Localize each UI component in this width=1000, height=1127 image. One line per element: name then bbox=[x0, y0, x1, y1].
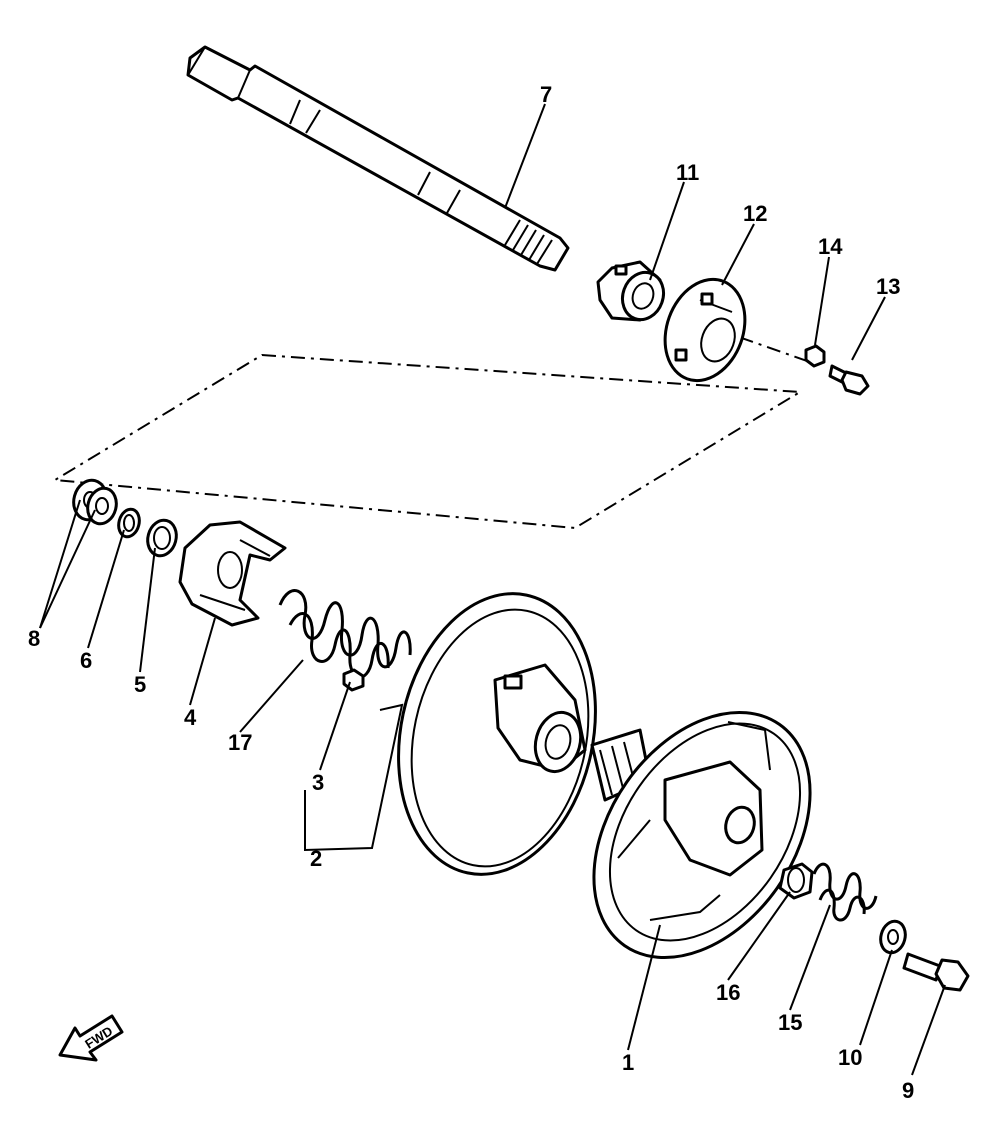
callout-1: 1 bbox=[622, 1050, 634, 1075]
spring-part-15 bbox=[812, 862, 878, 922]
callout-8: 8 bbox=[28, 626, 40, 651]
callout-6: 6 bbox=[80, 648, 92, 673]
bolt-part-9 bbox=[902, 952, 970, 992]
spider-cam-part-4 bbox=[178, 520, 287, 627]
bolt-part-13 bbox=[828, 364, 870, 396]
nut-part-14 bbox=[804, 344, 826, 368]
callout-4: 4 bbox=[184, 705, 197, 730]
callout-7: 7 bbox=[540, 82, 552, 107]
callout-14: 14 bbox=[818, 234, 843, 259]
callout-11: 11 bbox=[676, 160, 699, 185]
leader-lines bbox=[39, 103, 946, 1076]
callout-2: 2 bbox=[310, 846, 322, 871]
callout-labels: 7 11 12 14 13 8 6 5 4 17 3 2 1 16 15 10 … bbox=[28, 82, 914, 1103]
callout-15: 15 bbox=[778, 1010, 802, 1035]
callout-9: 9 bbox=[902, 1078, 914, 1103]
flange-plate-part-12 bbox=[663, 277, 747, 383]
shaft-part-7 bbox=[186, 45, 570, 272]
callout-12: 12 bbox=[743, 201, 767, 226]
bearing-part-11 bbox=[596, 260, 666, 322]
callout-10: 10 bbox=[838, 1045, 862, 1070]
collar-part-16 bbox=[778, 862, 814, 900]
nut-washer-part-8 bbox=[72, 478, 118, 526]
spring-part-17 bbox=[278, 589, 412, 679]
forward-direction-arrow: FWD bbox=[58, 1014, 124, 1062]
washer-part-6 bbox=[117, 507, 141, 539]
callout-3: 3 bbox=[312, 770, 324, 795]
sheave-part-2 bbox=[397, 592, 597, 876]
washer-part-10 bbox=[879, 919, 907, 955]
fixed-sheave-part-1 bbox=[590, 710, 812, 960]
small-nut-part-3 bbox=[342, 668, 365, 692]
callout-17: 17 bbox=[228, 730, 252, 755]
callout-5: 5 bbox=[134, 672, 146, 697]
callout-13: 13 bbox=[876, 274, 900, 299]
callout-16: 16 bbox=[716, 980, 740, 1005]
washer-part-5 bbox=[146, 518, 178, 558]
